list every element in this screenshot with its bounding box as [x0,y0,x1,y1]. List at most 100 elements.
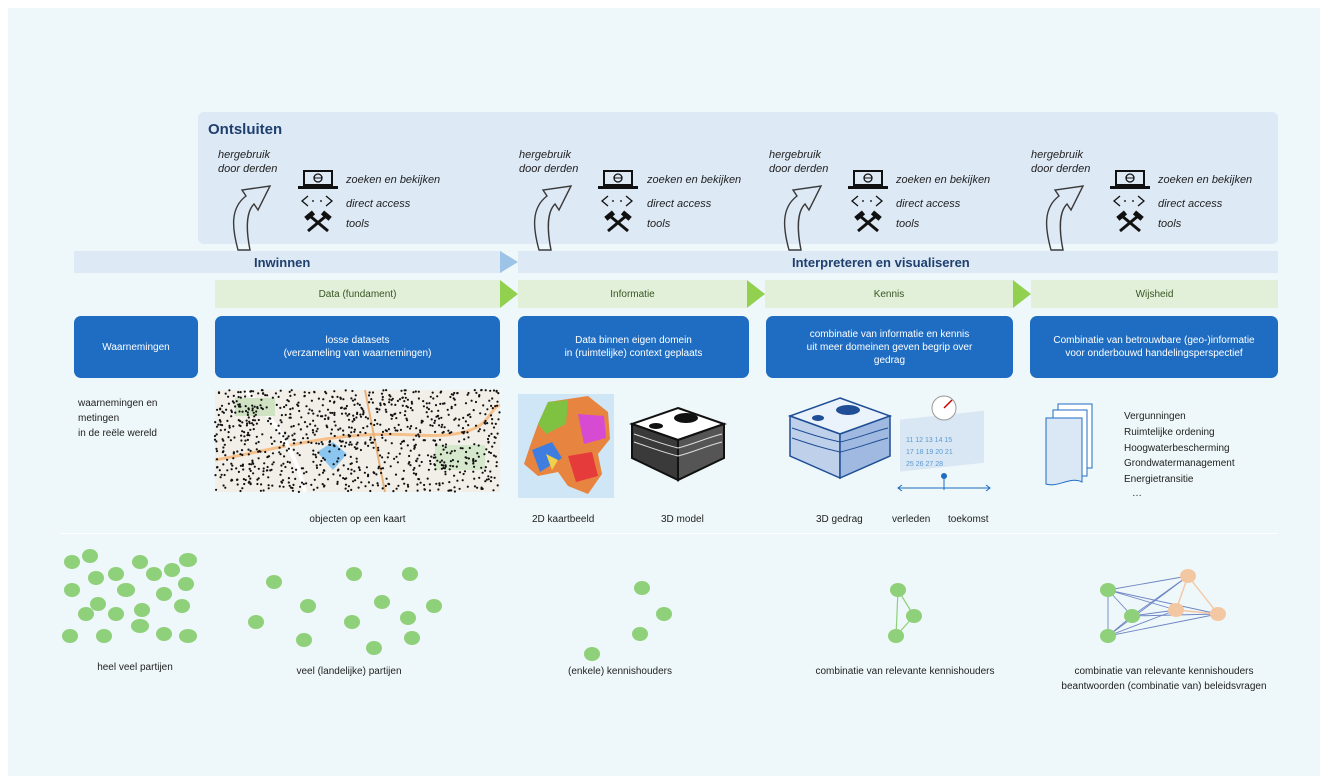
tools-label: tools [647,218,671,230]
map-object-dot [309,423,312,426]
map-object-dot [251,461,254,464]
map-object-dot [321,471,325,474]
map-object-dot [247,416,250,419]
map-object-dot [283,442,286,445]
map-object-dot [222,411,225,414]
map-object-dot [277,395,280,398]
map-object-dot [487,460,490,463]
map-object-dot [429,424,432,427]
map-object-dot [435,444,438,447]
tools-label: tools [346,218,370,230]
map-object-dot [434,468,437,471]
map-object-dot [376,410,379,414]
map-object-dot [270,468,273,471]
map-object-dot [448,432,451,435]
map-object-dot [398,398,402,401]
map-object-dot [493,476,496,479]
map-object-dot [401,478,404,481]
map-object-dot [360,481,363,484]
map-object-dot [293,393,296,396]
map-object-dot [245,419,248,422]
map-object-dot [466,393,469,396]
map-object-dot [251,407,254,410]
map-object-dot [371,391,375,394]
map-object-dot [353,428,356,431]
map-object-dot [356,402,359,405]
map-object-dot [215,450,219,453]
map-object-dot [242,468,245,471]
map-object-dot [312,460,315,463]
map-object-dot [262,473,265,476]
map-object-dot [244,405,247,408]
map-object-dot [364,431,367,435]
map-object-dot [497,392,500,395]
map-object-dot [261,433,264,436]
search-view-label: zoeken en bekijken [896,174,991,186]
map-object-dot [401,396,404,399]
map-object-dot [384,429,387,432]
map-object-dot [358,468,361,472]
map-object-dot [393,426,396,429]
map-object-dot [446,451,449,454]
code-arrows-icon [850,195,884,207]
map-object-dot [350,397,353,400]
map-object-dot [252,472,255,475]
map-object-dot [487,478,490,481]
map-object-dot [433,453,436,456]
map-object-dot [239,405,242,408]
map-object-dot [359,431,362,434]
map-object-dot [348,443,351,446]
map-object-dot [342,398,345,401]
map-object-dot [494,422,497,425]
box-losse-datasets: losse datasets (verzameling van waarnemi… [215,316,500,378]
map-object-dot [422,400,425,403]
map-object-dot [443,467,446,470]
map-object-dot [372,471,375,474]
map-object-dot [362,409,365,413]
map-object-dot [308,391,311,394]
map-object-dot [320,459,323,463]
netherlands-2d-map-image [518,394,614,498]
map-object-dot [494,436,497,439]
reuse-label: hergebruik door derden [218,149,278,175]
map-object-dot [355,457,358,460]
map-object-dot [296,403,299,406]
map-object-dot [300,467,303,470]
map-object-dot [401,440,404,443]
map-object-dot [292,442,296,445]
map-object-dot [302,472,306,475]
map-object-dot [422,405,425,408]
map-object-dot [273,440,276,443]
application-item: Ruimtelijke ordening [1124,427,1215,438]
map-object-dot [247,453,250,456]
map-object-dot [321,415,324,418]
map-object-dot [354,479,357,482]
map-object-dot [350,426,353,429]
map-object-dot [370,398,373,401]
map-object-dot [409,449,412,452]
map-object-dot [406,419,409,422]
map-object-dot [446,408,449,411]
map-object-dot [243,431,246,434]
map-object-dot [338,439,341,442]
map-object-dot [457,424,460,427]
map-object-dot [405,489,408,492]
map-object-dot [253,465,256,468]
map-object-dot [267,455,270,458]
map-object-dot [287,447,290,450]
map-object-dot [371,401,374,404]
map-object-dot [381,395,384,399]
map-object-dot [321,404,324,407]
map-object-dot [282,462,285,465]
map-object-dot [247,448,250,451]
map-object-dot [333,413,336,416]
map-object-dot [381,487,384,490]
map-object-dot [491,445,494,448]
map-object-dot [348,426,351,429]
map-object-dot [403,400,406,403]
map-object-dot [222,463,225,466]
map-object-dot [492,389,496,392]
map-object-dot [299,441,302,444]
map-object-dot [255,448,258,451]
map-object-dot [490,476,493,479]
